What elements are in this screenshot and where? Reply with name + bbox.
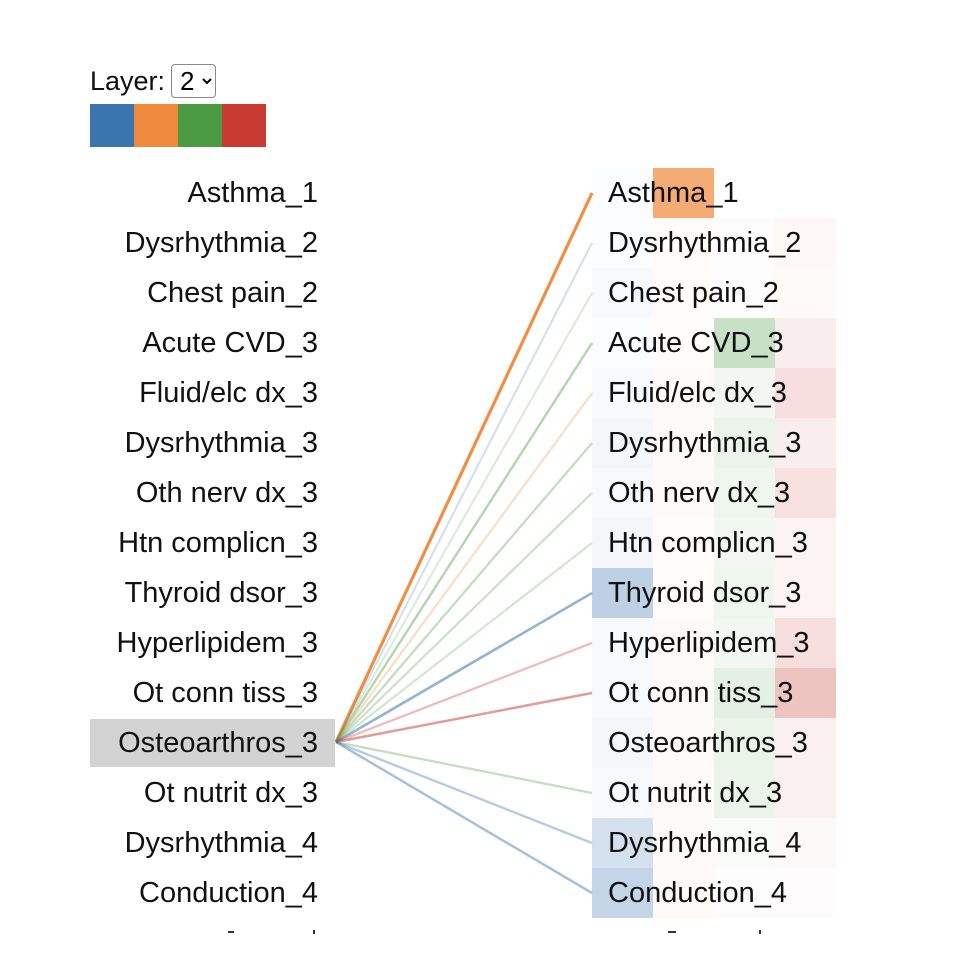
target-token[interactable]: Chest pain_2 (608, 277, 779, 309)
heat-cell (714, 468, 775, 518)
attention-link (335, 292, 593, 743)
heat-cell (775, 268, 836, 318)
heat-cell (592, 518, 653, 568)
source-token[interactable]: Oth nerv dx_3 (136, 477, 318, 509)
target-token[interactable]: Dysrhythmia_2 (608, 227, 801, 259)
color-legend (90, 104, 266, 147)
heat-cell (714, 518, 775, 568)
heat-cell (714, 718, 775, 768)
heat-cell (592, 868, 653, 918)
target-token[interactable]: Fluid/elc dx_3 (608, 377, 787, 409)
attention-link (335, 542, 593, 743)
attention-link (334, 342, 594, 743)
heat-cell (653, 818, 714, 868)
swatch-3 (222, 104, 266, 147)
target-token[interactable]: Acute CVD_3 (608, 327, 784, 359)
heat-cell (775, 168, 836, 218)
attention-link (335, 740, 593, 795)
heat-cell (775, 468, 836, 518)
links (334, 192, 594, 895)
source-token[interactable]: Hyperlipidem_3 (117, 627, 319, 659)
target-token[interactable]: Thyroid dsor_3 (608, 577, 801, 609)
attention-link (334, 192, 594, 743)
source-token[interactable]: Asthma_1 (187, 177, 318, 209)
target-token[interactable]: Hyperlipidem_3 (608, 627, 810, 659)
heat-cell (775, 718, 836, 768)
target-token[interactable]: Ot conn tiss_3 (608, 677, 793, 709)
source-token[interactable]: Dysrhythmia_4 (125, 827, 318, 859)
trailing-marks (228, 930, 761, 934)
source-token[interactable]: Dysrhythmia_3 (125, 427, 318, 459)
target-token[interactable]: Htn complicn_3 (608, 527, 808, 559)
heat-cell (714, 418, 775, 468)
heat-cell (653, 618, 714, 668)
source-token[interactable]: Thyroid dsor_3 (125, 577, 318, 609)
heat-cell (775, 668, 836, 718)
heat-cell (775, 768, 836, 818)
target-token[interactable]: Asthma_1 (608, 177, 739, 209)
layer-select[interactable]: 2 (171, 64, 217, 98)
attention-link (335, 691, 593, 744)
heat-cell (653, 418, 714, 468)
heat-cell (775, 618, 836, 668)
heat-cell (653, 868, 714, 918)
heat-cell (592, 718, 653, 768)
attention-link (335, 492, 593, 743)
selected-token-highlight (90, 719, 335, 767)
swatch-2 (178, 104, 222, 147)
heat-cell (714, 618, 775, 668)
target-token[interactable]: Conduction_4 (608, 877, 787, 909)
heat-cell (714, 568, 775, 618)
swatch-1 (134, 104, 178, 147)
source-token[interactable]: Osteoarthros_3 (118, 727, 318, 759)
layer-label: Layer: (90, 65, 166, 96)
source-token[interactable]: Dysrhythmia_2 (125, 227, 318, 259)
source-token[interactable]: Ot conn tiss_3 (133, 677, 318, 709)
heatmap (592, 168, 836, 918)
attention-link (335, 442, 593, 743)
heat-cell (775, 518, 836, 568)
attention-link (335, 641, 593, 744)
source-token[interactable]: Conduction_4 (139, 877, 318, 909)
target-token[interactable]: Oth nerv dx_3 (608, 477, 790, 509)
heat-cell (775, 568, 836, 618)
heat-cell (714, 368, 775, 418)
source-token[interactable]: Htn complicn_3 (118, 527, 318, 559)
target-token[interactable]: Ot nutrit dx_3 (608, 777, 782, 809)
heat-cell (653, 168, 714, 218)
heat-cell (592, 818, 653, 868)
heat-cell (714, 668, 775, 718)
attention-link (335, 392, 593, 743)
target-token[interactable]: Dysrhythmia_3 (608, 427, 801, 459)
source-token[interactable]: Fluid/elc dx_3 (139, 377, 318, 409)
source-token[interactable]: Chest pain_2 (147, 277, 318, 309)
attention-link (335, 740, 593, 895)
swatch-0 (90, 104, 134, 147)
heat-cell (714, 768, 775, 818)
attention-link (335, 740, 593, 845)
source-token[interactable]: Acute CVD_3 (142, 327, 318, 359)
heat-cell (775, 368, 836, 418)
source-token[interactable]: Ot nutrit dx_3 (144, 777, 318, 809)
heat-cell (775, 418, 836, 468)
heat-cell (714, 318, 775, 368)
heat-cell (592, 418, 653, 468)
layer-control: Layer: 2 (90, 62, 217, 100)
attention-link (335, 242, 593, 743)
heat-cell (592, 568, 653, 618)
heat-cell (775, 318, 836, 368)
target-token[interactable]: Dysrhythmia_4 (608, 827, 801, 859)
target-token[interactable]: Osteoarthros_3 (608, 727, 808, 759)
attention-link (335, 591, 593, 744)
